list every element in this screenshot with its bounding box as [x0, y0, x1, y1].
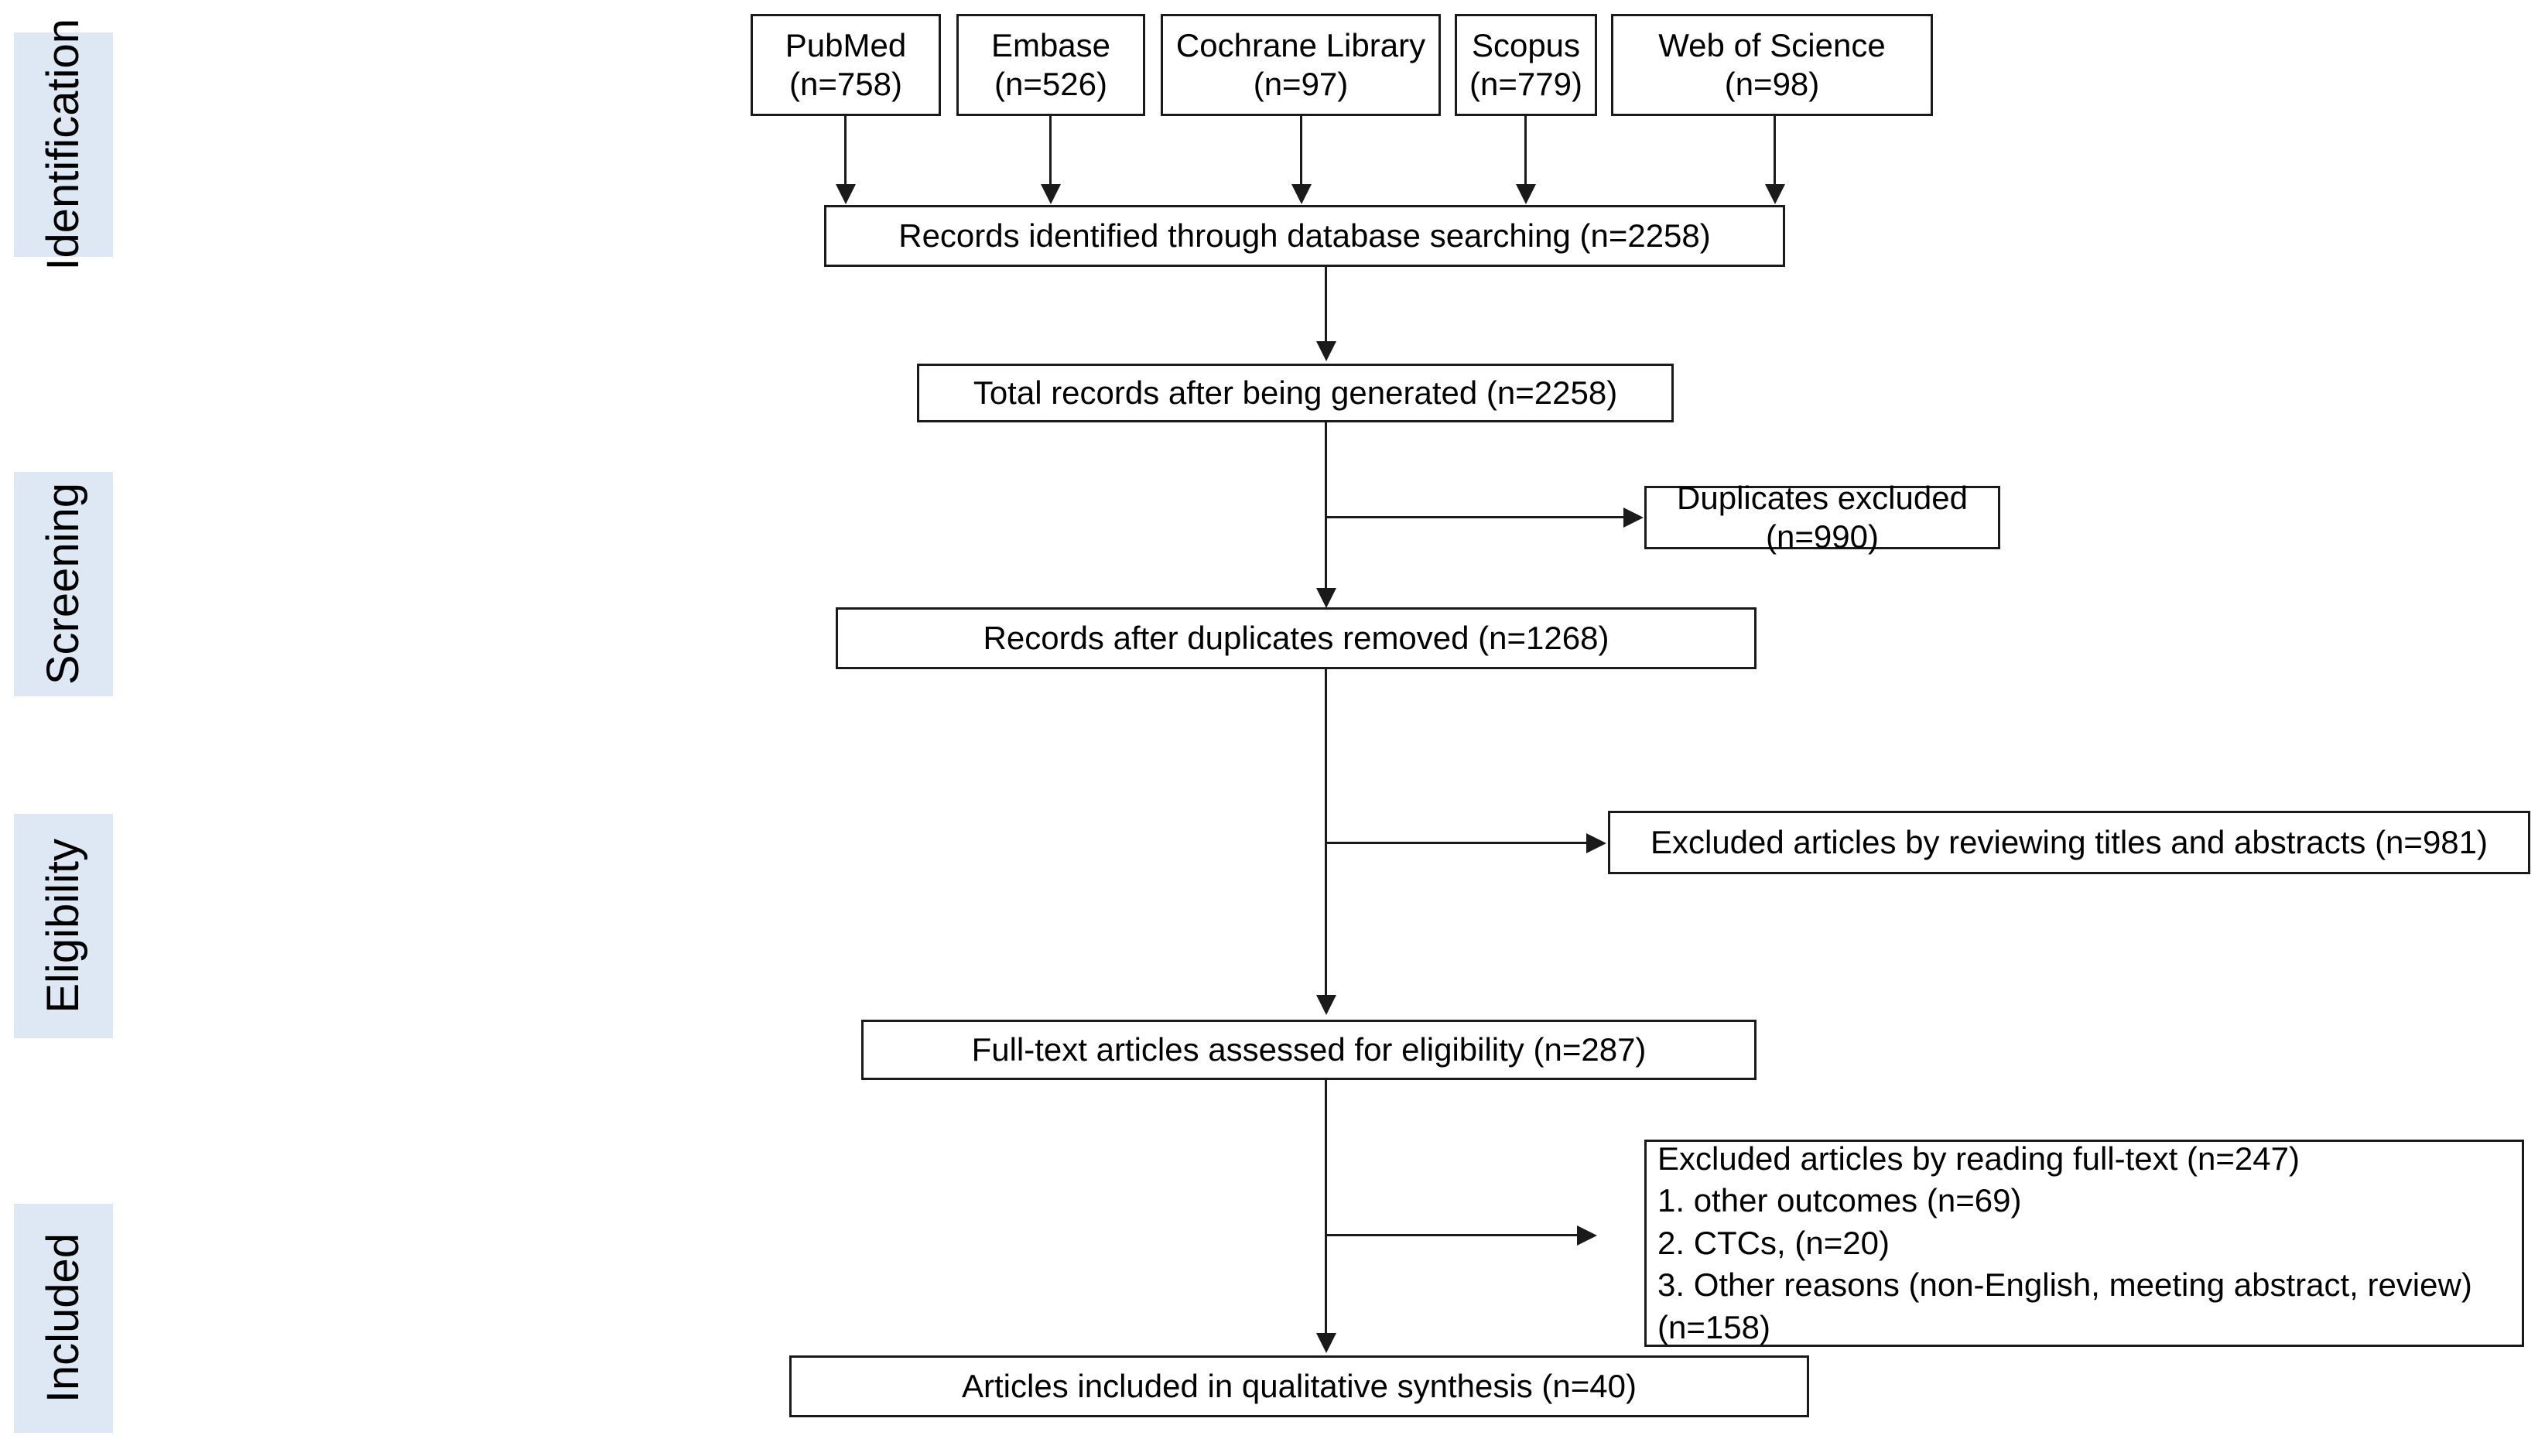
source-box-web-of-science: Web of Science (n=98) [1611, 14, 1933, 116]
stage-label-identification: Identification [14, 19, 113, 271]
arrowhead-after-duplicates-to-fulltext [1316, 995, 1336, 1015]
flow-box-records-identified: Records identified through database sear… [824, 205, 1785, 267]
connector-identified-to-total [1325, 267, 1327, 343]
arrowhead-fulltext-to-included [1316, 1333, 1336, 1353]
flow-box-excluded-titles-abstracts-text: Excluded articles by reviewing titles an… [1650, 824, 2489, 861]
flow-box-duplicates-excluded-text: Duplicates excluded (n=990) [1677, 480, 1968, 555]
arrowhead-pubmed-to-identified [836, 184, 856, 204]
connector-pubmed-to-identified [844, 116, 847, 186]
connector-branch-duplicates-excluded [1325, 516, 1625, 518]
stage-label-eligibility-text: Eligibility [38, 839, 88, 1013]
source-box-embase-text: Embase (n=526) [990, 27, 1111, 102]
flow-box-excluded-fulltext-text: Excluded articles by reading full-text (… [1657, 1140, 2472, 1345]
stage-label-screening: Screening [14, 472, 113, 696]
flow-box-records-after-duplicates: Records after duplicates removed (n=1268… [836, 607, 1757, 669]
connector-branch-excluded-fulltext [1325, 1234, 1579, 1236]
arrowhead-wos-to-identified [1765, 184, 1785, 204]
connector-fulltext-to-included [1325, 1080, 1327, 1335]
flow-box-duplicates-excluded: Duplicates excluded (n=990) [1644, 480, 2000, 555]
source-box-web-of-science-text: Web of Science (n=98) [1658, 27, 1886, 102]
source-box-pubmed-text: PubMed (n=758) [785, 27, 907, 102]
connector-after-duplicates-to-fulltext [1325, 669, 1327, 997]
flow-box-total-records-text: Total records after being generated (n=2… [973, 374, 1618, 412]
stage-label-identification-text: Identification [38, 19, 88, 271]
flow-box-fulltext-assessed-text: Full-text articles assessed for eligibil… [971, 1031, 1647, 1068]
source-box-embase: Embase (n=526) [956, 14, 1145, 116]
flow-box-excluded-fulltext: Excluded articles by reading full-text (… [1644, 1140, 2524, 1347]
flow-box-fulltext-assessed: Full-text articles assessed for eligibil… [861, 1020, 1757, 1080]
connector-scopus-to-identified [1524, 116, 1527, 186]
arrowhead-excluded-titles [1586, 833, 1606, 853]
arrowhead-duplicates-excluded [1623, 508, 1644, 528]
connector-cochrane-to-identified [1300, 116, 1302, 186]
flow-box-articles-included-text: Articles included in qualitative synthes… [962, 1368, 1637, 1405]
arrowhead-excluded-fulltext [1577, 1225, 1597, 1246]
connector-branch-excluded-titles [1325, 842, 1588, 844]
source-box-scopus: Scopus (n=779) [1455, 14, 1597, 116]
arrowhead-total-to-after-duplicates [1316, 588, 1336, 608]
arrowhead-identified-to-total [1316, 341, 1336, 361]
arrowhead-cochrane-to-identified [1291, 184, 1312, 204]
flow-box-total-records: Total records after being generated (n=2… [917, 364, 1674, 422]
flow-box-records-after-duplicates-text: Records after duplicates removed (n=1268… [983, 620, 1609, 657]
connector-total-to-after-duplicates [1325, 422, 1327, 591]
stage-label-screening-text: Screening [38, 483, 88, 685]
flow-box-articles-included: Articles included in qualitative synthes… [789, 1355, 1809, 1417]
source-box-cochrane-library: Cochrane Library (n=97) [1161, 14, 1441, 116]
source-box-scopus-text: Scopus (n=779) [1469, 27, 1582, 102]
flow-box-excluded-titles-abstracts: Excluded articles by reviewing titles an… [1608, 811, 2530, 874]
source-box-pubmed: PubMed (n=758) [751, 14, 941, 116]
stage-label-included-text: Included [38, 1233, 88, 1403]
arrowhead-scopus-to-identified [1516, 184, 1536, 204]
arrowhead-embase-to-identified [1041, 184, 1061, 204]
connector-wos-to-identified [1774, 116, 1776, 186]
source-box-cochrane-library-text: Cochrane Library (n=97) [1175, 27, 1426, 102]
stage-label-eligibility: Eligibility [14, 814, 113, 1038]
flow-box-records-identified-text: Records identified through database sear… [898, 217, 1711, 255]
stage-label-included: Included [14, 1204, 113, 1433]
connector-embase-to-identified [1049, 116, 1052, 186]
